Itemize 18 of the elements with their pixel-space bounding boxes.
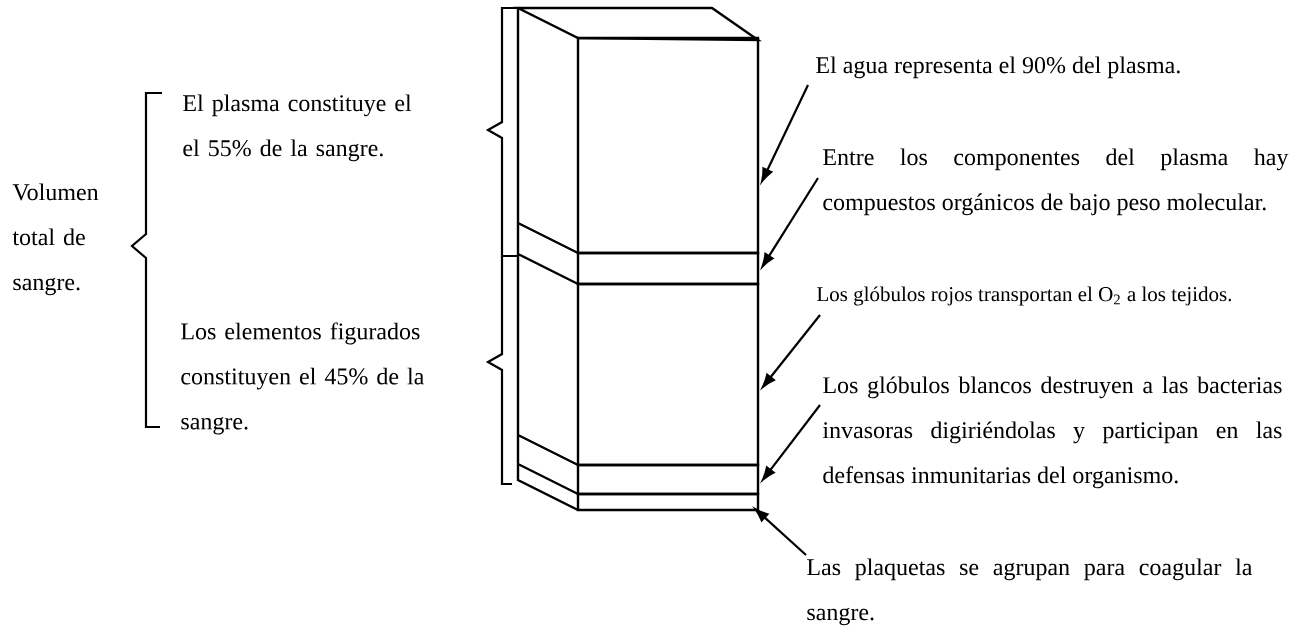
column-layer bbox=[576, 492, 760, 512]
callout-text: Los glóbulos rojos transportan el O$_{2}$ a los tejidos. bbox=[817, 286, 1232, 306]
column-layer bbox=[576, 282, 760, 467]
callout-text: Entre los componentes del plasma hay compuestos orgánicos de bajo peso molecular. bbox=[823, 148, 1289, 216]
label-text: Los elementos figurados constituyen el 45% de la sangre. bbox=[181, 322, 424, 435]
column-layer bbox=[576, 463, 760, 496]
column-layer bbox=[576, 36, 760, 255]
leader-arrow bbox=[754, 508, 807, 556]
callout-text: Los glóbulos blancos destruyen a las bacterias invasoras digiriéndolas y participan en las defensas inmunitarias del organismo. bbox=[822, 376, 1282, 489]
column-layer bbox=[576, 251, 760, 286]
callout-text: Las plaquetas se agrupan para coagular la sangre. bbox=[807, 558, 1253, 626]
leader-arrow bbox=[761, 84, 809, 183]
leader-arrow bbox=[762, 404, 821, 481]
leader-arrow bbox=[762, 314, 821, 388]
leader-arrow bbox=[761, 177, 819, 268]
label-text: El plasma constituye el el 55% de la sangre. bbox=[183, 94, 412, 162]
label-text: Volumen total de sangre. bbox=[12, 183, 99, 296]
callout-text: El agua representa el 90% del plasma. bbox=[816, 56, 1180, 79]
